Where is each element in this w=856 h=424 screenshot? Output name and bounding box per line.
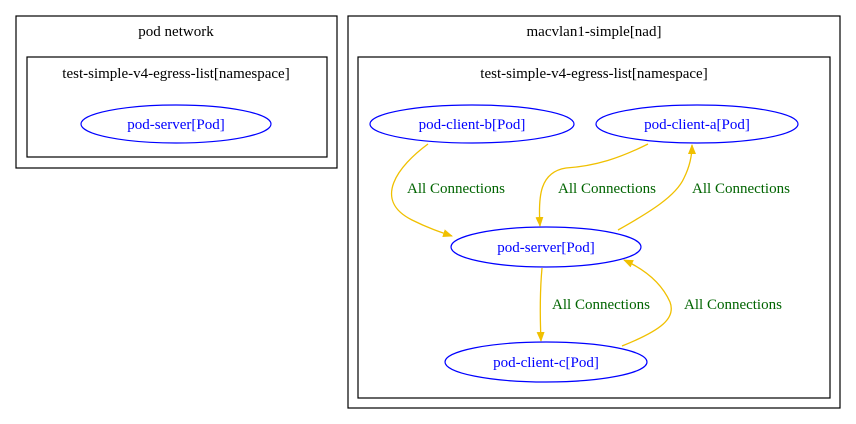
node-pod-network-server: pod-server[Pod] (80, 104, 272, 144)
edge-client-c-to-server: All Connections (621, 259, 782, 347)
cluster-label-pod-network: pod network (138, 24, 214, 40)
node-label-pod-network-server: pod-server[Pod] (127, 117, 224, 133)
node-label-pod-client-a: pod-client-a[Pod] (644, 117, 750, 133)
cluster-label-pod-network-namespace: test-simple-v4-egress-list[namespace] (62, 66, 289, 82)
edge-label-server-to-client-c: All Connections (552, 297, 650, 313)
node-pod-client-b: pod-client-b[Pod] (369, 104, 575, 144)
cluster-pod-network: pod network (15, 15, 338, 169)
node-pod-server: pod-server[Pod] (450, 226, 642, 268)
cluster-macvlan1-namespace: test-simple-v4-egress-list[namespace] (357, 56, 831, 399)
node-label-pod-server: pod-server[Pod] (497, 240, 594, 256)
edge-client-a-to-server: All Connections (535, 143, 656, 227)
cluster-label-macvlan1: macvlan1-simple[nad] (527, 24, 662, 40)
node-label-pod-client-b: pod-client-b[Pod] (419, 117, 526, 133)
node-pod-client-a: pod-client-a[Pod] (595, 104, 799, 144)
node-pod-client-c: pod-client-c[Pod] (444, 341, 648, 383)
edge-label-client-b-to-server: All Connections (407, 181, 505, 197)
cluster-pod-network-namespace: test-simple-v4-egress-list[namespace] (26, 56, 328, 158)
node-label-pod-client-c: pod-client-c[Pod] (493, 355, 599, 371)
edge-label-client-c-to-server: All Connections (684, 297, 782, 313)
cluster-macvlan1: macvlan1-simple[nad] (347, 15, 841, 409)
edge-label-client-a-to-server: All Connections (558, 181, 656, 197)
edge-server-to-client-c: All Connections (536, 267, 650, 342)
edge-label-server-to-client-a: All Connections (692, 181, 790, 197)
edge-client-b-to-server: All Connections (391, 143, 505, 237)
cluster-label-macvlan1-namespace: test-simple-v4-egress-list[namespace] (480, 66, 707, 82)
edge-server-to-client-a: All Connections (617, 144, 790, 231)
